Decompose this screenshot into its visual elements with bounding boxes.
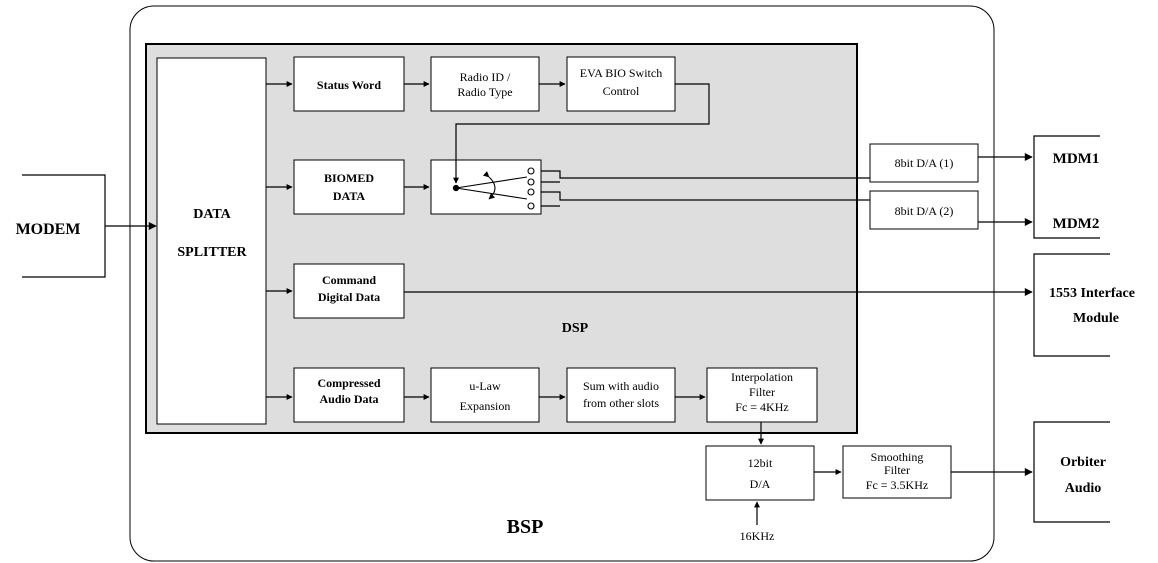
sum-label-2: from other slots	[583, 396, 659, 410]
splitter-label-2: SPLITTER	[177, 245, 247, 260]
interp-label-1: Interpolation	[731, 370, 793, 384]
sum-label-1: Sum with audio	[583, 379, 659, 393]
orbiter-label-2: Audio	[1065, 481, 1102, 496]
biomed-label-1: BIOMED	[324, 171, 374, 185]
da2-label: 8bit D/A (2)	[895, 204, 954, 218]
biomed-data-block	[293, 159, 405, 215]
switch-block	[430, 159, 542, 215]
interp-label-3: Fc = 4KHz	[735, 400, 788, 414]
switch-contact-3	[527, 188, 535, 196]
sum-audio-block	[566, 367, 676, 423]
interp-label-2: Filter	[749, 385, 775, 399]
eva-bio-switch-block	[566, 56, 676, 112]
orbiter-audio-block	[1033, 421, 1110, 523]
command-label-2: Digital Data	[318, 290, 380, 304]
status-word-label: Status Word	[317, 78, 381, 92]
da1-label: 8bit D/A (1)	[895, 156, 954, 170]
eva-switch-label-2: Control	[603, 84, 640, 98]
radio-id-label-2: Radio Type	[457, 85, 512, 99]
interface-module-block	[1033, 253, 1110, 357]
status-word-block	[293, 56, 405, 112]
command-digital-data-block	[293, 263, 405, 319]
ulaw-label-1: u-Law	[469, 379, 501, 393]
smoothing-label-1: Smoothing	[871, 450, 924, 464]
switch-out1-line	[541, 170, 870, 179]
switch-symbol	[452, 167, 535, 210]
interface-label-1: 1553 Interface	[1049, 286, 1135, 301]
mdm1-label: MDM1	[1053, 151, 1100, 167]
modem-label: MODEM	[16, 221, 81, 238]
ulaw-expansion-block	[430, 367, 540, 423]
ulaw-label-2: Expansion	[460, 399, 511, 413]
compressed-label-2: Audio Data	[319, 392, 378, 406]
switch-arc	[482, 171, 496, 200]
data-splitter-block	[156, 57, 267, 425]
da12-label-1: 12bit	[748, 456, 773, 470]
bsp-label: BSP	[507, 516, 544, 538]
switch-contact-1	[527, 167, 535, 175]
radio-id-block	[430, 56, 540, 112]
da12-block	[705, 445, 815, 501]
mdm2-label: MDM2	[1053, 216, 1100, 232]
splitter-label-1: DATA	[193, 207, 231, 222]
switch-out2-line	[541, 191, 870, 201]
switch-contact-2	[527, 178, 535, 186]
dsp-label: DSP	[562, 321, 589, 336]
smoothing-label-2: Filter	[884, 463, 910, 477]
interface-label-2: Module	[1073, 311, 1119, 326]
radio-id-label-1: Radio ID /	[460, 70, 511, 84]
da12-label-2: D/A	[750, 477, 771, 491]
eva-switch-label-1: EVA BIO Switch	[580, 66, 662, 80]
mdm1-block	[1033, 135, 1100, 239]
command-label-1: Command	[322, 273, 376, 287]
da1-block	[869, 143, 979, 183]
eva-control-line	[453, 83, 710, 184]
smoothing-filter-block	[842, 445, 952, 499]
orbiter-label-1: Orbiter	[1060, 455, 1106, 470]
smoothing-label-3: Fc = 3.5KHz	[866, 478, 928, 492]
clock-label: 16KHz	[740, 529, 775, 543]
compressed-audio-block	[293, 367, 405, 423]
connectors	[105, 81, 1033, 525]
da2-block	[869, 190, 979, 230]
compressed-label-1: Compressed	[317, 376, 380, 390]
interpolation-filter-block	[706, 367, 818, 423]
biomed-label-2: DATA	[333, 189, 366, 203]
switch-contact-4	[527, 202, 535, 210]
